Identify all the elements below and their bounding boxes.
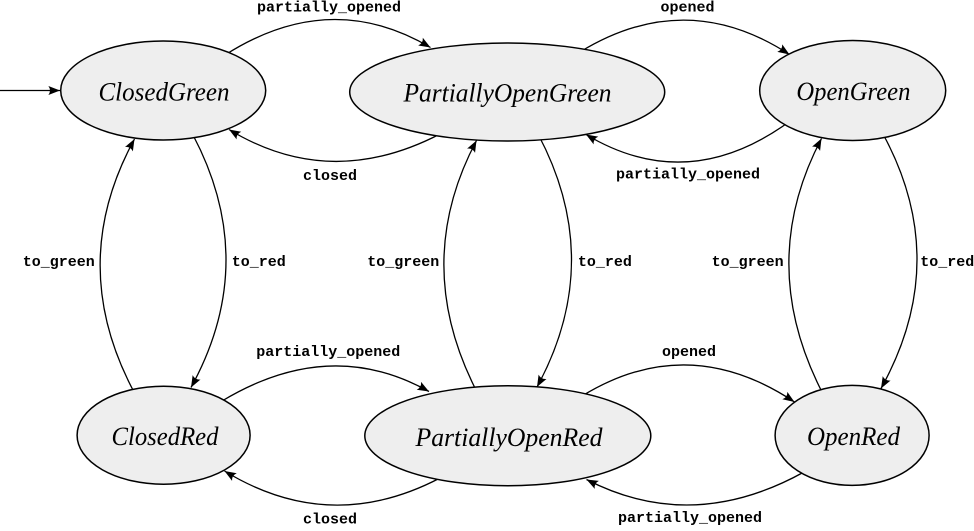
svg-text:to_green: to_green bbox=[367, 254, 439, 271]
svg-text:partially_opened: partially_opened bbox=[257, 0, 401, 17]
svg-text:ClosedGreen: ClosedGreen bbox=[99, 78, 230, 107]
svg-text:partially_opened: partially_opened bbox=[616, 167, 760, 184]
svg-text:OpenGreen: OpenGreen bbox=[796, 77, 910, 106]
svg-text:closed: closed bbox=[303, 512, 357, 527]
svg-text:partially_opened: partially_opened bbox=[618, 510, 762, 526]
svg-text:opened: opened bbox=[660, 0, 714, 17]
svg-text:OpenRed: OpenRed bbox=[807, 422, 901, 451]
svg-text:to_red: to_red bbox=[578, 254, 632, 271]
svg-text:closed: closed bbox=[303, 168, 357, 185]
svg-text:PartiallyOpenRed: PartiallyOpenRed bbox=[415, 423, 604, 452]
svg-text:PartiallyOpenGreen: PartiallyOpenGreen bbox=[403, 79, 612, 108]
svg-text:partially_opened: partially_opened bbox=[256, 344, 400, 361]
svg-text:opened: opened bbox=[662, 344, 716, 361]
svg-text:ClosedRed: ClosedRed bbox=[112, 422, 220, 451]
svg-text:to_green: to_green bbox=[712, 254, 784, 271]
svg-text:to_green: to_green bbox=[23, 254, 95, 271]
svg-text:to_red: to_red bbox=[232, 254, 286, 271]
svg-text:to_red: to_red bbox=[920, 254, 974, 271]
